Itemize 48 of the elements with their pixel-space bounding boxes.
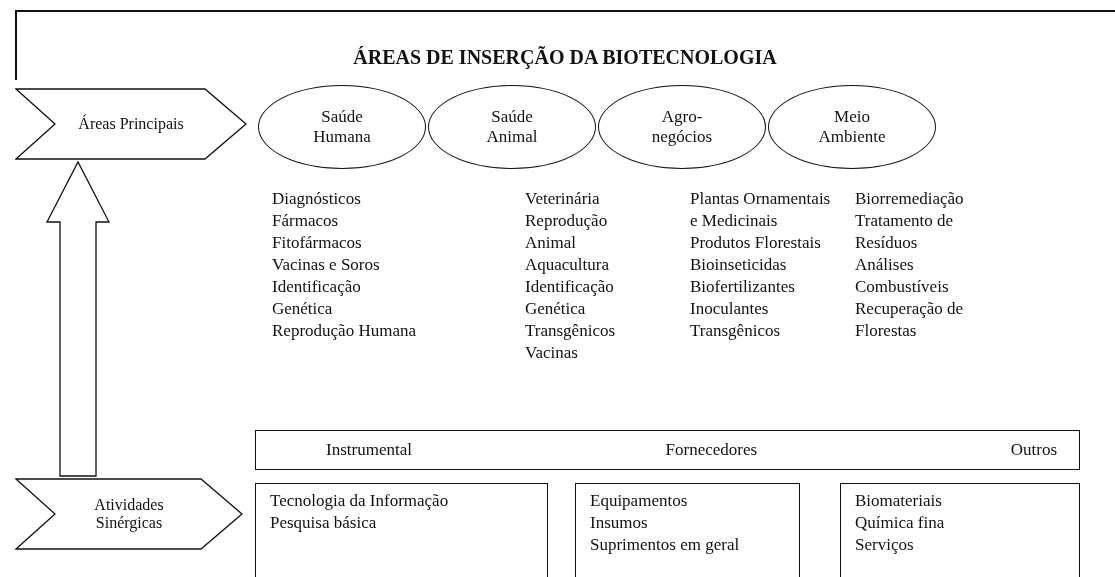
category-label: Instrumental <box>326 440 412 460</box>
list-item: Tratamento de Resíduos <box>855 210 955 254</box>
activity-box <box>255 483 548 577</box>
chevron-arrow-shape <box>15 478 243 550</box>
list-item: Diagnósticos <box>272 188 362 210</box>
list-item: Identificação Genética <box>272 276 362 320</box>
list-item: Vacinas e Soros <box>272 254 381 276</box>
list-item: Recuperação de Florestas <box>855 298 965 342</box>
category-label: Outros <box>1010 440 1057 460</box>
area-title: Meio Ambiente <box>817 107 887 147</box>
chevron-label: Atividades Sinérgicas <box>93 496 165 532</box>
list-item: Veterinária <box>525 188 601 210</box>
activity-item: Equipamentos <box>590 490 689 512</box>
list-item: Transgênicos <box>690 320 782 342</box>
activity-item: Tecnologia da Informação <box>270 490 450 512</box>
activity-item: Suprimentos em geral <box>590 534 741 556</box>
list-item: Fitofármacos <box>272 232 363 254</box>
category-label: Fornecedores <box>665 440 758 460</box>
area-title: Saúde Animal <box>485 107 539 147</box>
list-item: Biorremediação <box>855 188 965 210</box>
list-item: Vacinas <box>525 342 579 364</box>
activity-item: Pesquisa básica <box>270 512 378 534</box>
list-item: Combustíveis <box>855 276 950 298</box>
activity-item: Serviços <box>855 534 915 556</box>
list-item: Biofertilizantes <box>690 276 796 298</box>
chevron-label: Áreas Principais <box>77 115 185 133</box>
list-item: Aquacultura <box>525 254 611 276</box>
list-item: Inoculantes <box>690 298 770 320</box>
activity-box <box>840 483 1080 577</box>
activity-item: Insumos <box>590 512 649 534</box>
list-item: Plantas Ornamentais e Medicinais <box>690 188 832 232</box>
list-item: Reprodução Humana <box>272 320 417 342</box>
block-arrow <box>45 160 111 477</box>
list-item: Bioinseticidas <box>690 254 788 276</box>
chevron-arrow-shape <box>15 88 247 160</box>
list-item: Fármacos <box>272 210 340 232</box>
activity-item: Química fina <box>855 512 946 534</box>
activity-item: Biomateriais <box>855 490 943 512</box>
list-item: Identificação Genética <box>525 276 615 320</box>
category-bar <box>255 430 1080 470</box>
list-item: Produtos Florestais <box>690 232 822 254</box>
area-title: Saúde Humana <box>312 107 372 147</box>
area-title: Agro-negócios <box>650 107 714 147</box>
list-item: Transgênicos <box>525 320 617 342</box>
title: ÁREAS DE INSERÇÃO DA BIOTECNOLOGIA <box>352 46 778 71</box>
list-item: Reprodução Animal <box>525 210 609 254</box>
list-item: Análises <box>855 254 915 276</box>
activity-box <box>575 483 800 577</box>
